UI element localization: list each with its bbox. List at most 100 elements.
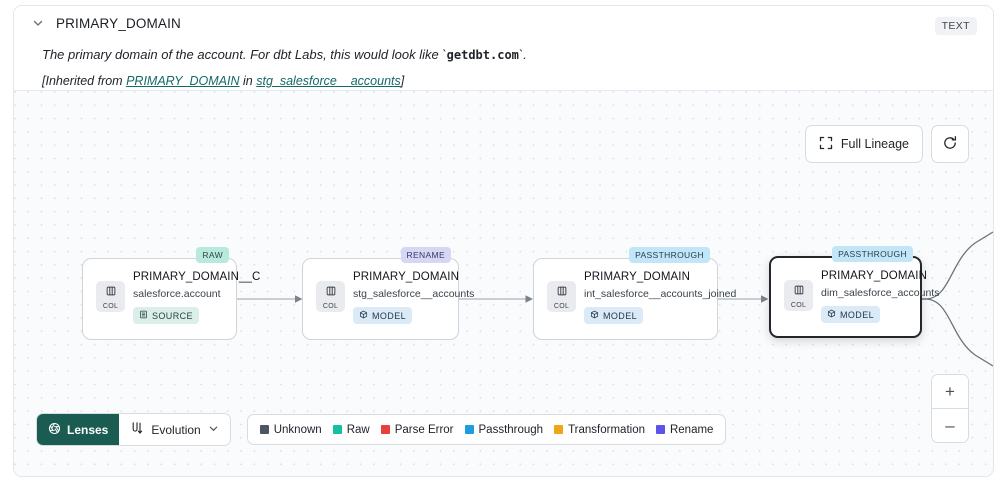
node-title: PRIMARY_DOMAIN [584,271,690,283]
zoom-in-button[interactable]: + [932,375,968,409]
node-level-badge: RAW [196,247,229,263]
column-chip: COL [784,280,813,311]
node-type-tag: SOURCE [133,307,199,324]
legend-item-passthrough[interactable]: Passthrough [464,423,544,436]
legend-item-transformation[interactable]: Transformation [554,424,645,436]
cube-icon [827,309,836,320]
description-code: getdbt.com [446,48,519,62]
column-detail-card: PRIMARY_DOMAIN TEXT The primary domain o… [13,5,994,477]
node-body: PRIMARY_DOMAIN stg_salesforce__accounts … [353,271,475,324]
node-level-badge: PASSTHROUGH [832,246,913,262]
lineage-node-0[interactable]: RAW COL PRIMARY_DOMAIN__C salesforce.acc… [82,247,261,340]
legend-swatch [380,425,390,434]
inherited-column-link[interactable]: PRIMARY_DOMAIN [126,74,240,88]
lenses-label: Lenses [67,422,109,437]
column-icon [556,284,568,302]
node-level-badge: PASSTHROUGH [629,247,710,263]
column-chip-label: COL [790,301,807,309]
evolution-flow-icon [130,421,144,438]
type-badge: TEXT [934,17,977,35]
node-type-label: MODEL [840,309,875,320]
column-icon [105,284,117,302]
legend-swatch [332,425,342,434]
legend-item-raw[interactable]: Raw [332,423,370,436]
lineage-edges [236,231,993,367]
full-lineage-button[interactable]: Full Lineage [804,125,923,163]
column-chip-label: COL [322,302,339,310]
node-title: PRIMARY_DOMAIN [821,270,927,282]
node-title: PRIMARY_DOMAIN [353,271,459,283]
lineage-node-1[interactable]: RENAME COL PRIMARY_DOMAIN stg_salesforce… [302,247,475,340]
column-icon [793,283,805,301]
node-type-label: MODEL [603,310,638,321]
inherited-middle: in [239,74,257,88]
zoom-out-button[interactable]: – [932,409,968,442]
lineage-node-2[interactable]: PASSTHROUGH COL PRIMARY_DOMAIN int_sales… [533,247,737,340]
card-header: PRIMARY_DOMAIN TEXT The primary domain o… [14,6,993,91]
legend-item-rename[interactable]: Rename [655,423,714,436]
zoom-controls: + – [931,374,969,443]
evolution-label: Evolution [151,422,201,437]
legend-label: Transformation [568,423,645,436]
legend-swatch [655,425,665,434]
node-subtitle: dim_salesforce_accounts [821,287,940,299]
legend-label: Unknown [273,423,322,436]
node-subtitle: salesforce.account [133,288,221,300]
lineage-legend: Unknown Raw Parse Error Passthrough [246,414,727,445]
refresh-icon [942,135,958,154]
canvas-bottom-bar: Lenses Evolution U [36,413,727,446]
legend-item-parse-error[interactable]: Parse Error [380,423,454,436]
legend-item-unknown[interactable]: Unknown [259,423,322,436]
full-lineage-label: Full Lineage [840,137,909,151]
node-level-badge: RENAME [400,247,451,263]
column-chip: COL [316,281,345,312]
lineage-node-3[interactable]: PASSTHROUGH COL PRIMARY_DOMAIN dim_sales… [769,246,940,338]
node-type-tag: MODEL [353,307,413,324]
node-body: PRIMARY_DOMAIN dim_salesforce_accounts M… [821,270,940,323]
legend-swatch [259,425,269,434]
column-chip: COL [96,281,125,312]
chevron-down-icon[interactable] [30,15,46,31]
cube-icon [359,310,368,321]
evolution-dropdown[interactable]: Evolution [119,414,230,445]
node-type-label: SOURCE [152,310,193,321]
lineage-canvas[interactable]: Full Lineage [14,91,993,476]
legend-label: Parse Error [394,423,454,436]
canvas-toolbar: Full Lineage [804,125,969,163]
column-chip-label: COL [553,302,570,310]
lenses-button[interactable]: Lenses [37,414,120,445]
source-table-icon [139,310,148,321]
page-title: PRIMARY_DOMAIN [56,15,181,31]
refresh-button[interactable] [931,125,969,163]
node-type-tag: MODEL [821,306,881,323]
node-type-label: MODEL [372,310,407,321]
header-title-row: PRIMARY_DOMAIN [30,15,181,31]
inherited-from-line: [Inherited from PRIMARY_DOMAIN in stg_sa… [42,74,404,88]
description-text-before: The primary domain of the account. For d… [42,47,447,62]
node-subtitle: stg_salesforce__accounts [353,288,475,300]
inherited-prefix: [Inherited from [42,74,127,88]
chevron-down-icon [208,423,219,437]
column-description: The primary domain of the account. For d… [42,47,527,62]
lenses-group: Lenses Evolution [36,413,231,446]
inherited-suffix: ] [400,74,405,88]
node-title: PRIMARY_DOMAIN__C [133,271,261,283]
legend-label: Raw [346,423,370,436]
aperture-icon [48,422,61,438]
description-text-after: `. [518,47,527,62]
node-body: PRIMARY_DOMAIN__C salesforce.account SOU… [133,271,261,324]
node-body: PRIMARY_DOMAIN int_salesforce__accounts_… [584,271,737,324]
column-chip-label: COL [102,302,119,310]
legend-swatch [554,425,564,434]
lineage-nodes: RAW COL PRIMARY_DOMAIN__C salesforce.acc… [14,91,993,476]
inherited-model-link[interactable]: stg_salesforce__accounts [256,74,401,88]
column-chip: COL [547,281,576,312]
node-type-tag: MODEL [584,307,644,324]
legend-label: Rename [669,423,714,436]
legend-swatch [464,425,474,434]
node-subtitle: int_salesforce__accounts_joined [584,288,737,300]
expand-corners-icon [819,136,833,153]
cube-icon [590,310,599,321]
legend-label: Passthrough [478,423,544,436]
